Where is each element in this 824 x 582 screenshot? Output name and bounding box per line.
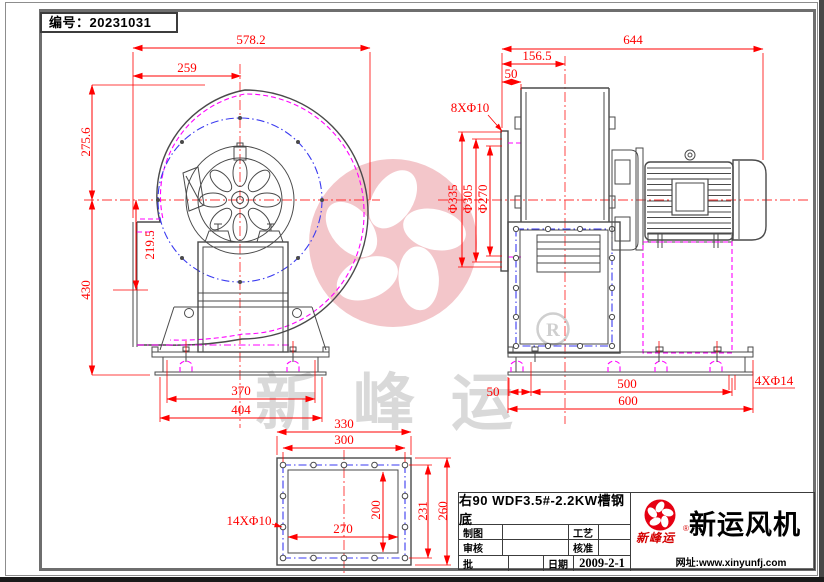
dim-flange-outer-height: 260: [435, 501, 450, 521]
sheet-border: [5, 2, 818, 576]
field-approved-label: 核准: [569, 540, 599, 556]
pedestal: [159, 223, 327, 353]
front-base: [151, 341, 330, 376]
scroll-bolts: [156, 116, 324, 284]
inlet-flange: [500, 130, 509, 272]
motor-endcap: [732, 159, 767, 241]
casing: [514, 87, 616, 222]
drawing-title: 右90 WDF3.5#-2.2KW槽钢底: [459, 493, 631, 527]
field-date-label: 日期: [544, 556, 574, 571]
company-logo-icon: [644, 499, 676, 531]
field-drawn-value: [503, 525, 569, 540]
dim-front-inlet-to-center: 259: [177, 60, 197, 75]
dim-side-total-length: 644: [623, 32, 643, 47]
motor: [644, 149, 767, 248]
front-view: [132, 89, 369, 376]
motor-stand: [642, 241, 733, 354]
dim-flange-bolt-span-height: 231: [415, 501, 430, 521]
flange-detail-view: [276, 457, 412, 566]
dim-flange-bolt-span-width: 300: [334, 432, 354, 447]
dim-front-outlet-height: 219.5: [142, 230, 157, 259]
field-date-value: 2009-2-1: [574, 556, 631, 571]
dim-front-total-width: 578.2: [236, 32, 265, 47]
window-edge-right: [819, 0, 824, 582]
impeller: [182, 142, 295, 255]
brand-area: 新峰运 ® 新运风机 网址:www.xinyunfj.com: [631, 493, 813, 569]
title-block: 右90 WDF3.5#-2.2KW槽钢底 制图 工艺 审核 核准 批 日期 20…: [458, 492, 815, 571]
field-drawn-label: 制图: [459, 525, 503, 540]
company-name: 新运风机: [689, 510, 801, 540]
dim-side-inlet-bolt-holes: 8XΦ10: [451, 100, 489, 115]
dim-flange-outer-width: 330: [334, 416, 354, 431]
dim-front-center-to-base: 430: [78, 280, 93, 300]
dim-front-center-to-top: 275.6: [78, 127, 93, 157]
dim-flange-opening-height: 200: [368, 500, 383, 520]
dim-flange-opening-width: 270: [333, 521, 353, 536]
side-dimensions: 644 156.5 50 8XΦ10 Φ335 Φ305 Φ270 50 500…: [445, 32, 795, 413]
field-ratify-label: 批: [459, 556, 509, 571]
brand-script-name: 新峰运: [636, 531, 676, 545]
serial-number-box: 编号：20231031: [40, 12, 178, 33]
dim-side-bolt-circle: Φ305: [460, 184, 475, 213]
registered-watermark-letter: R: [546, 320, 560, 341]
lifting-eye: [684, 149, 696, 161]
field-process-label: 工艺: [569, 525, 599, 540]
field-checked-value: [503, 540, 569, 556]
company-website: 网址:www.xinyunfj.com: [675, 558, 787, 569]
dim-flange-bolt-holes: 14XΦ10: [227, 513, 272, 528]
dim-side-hole-spacing: 500: [617, 376, 637, 391]
front-dimensions: 578.2 259 275.6 430 219.5 370 404: [78, 32, 371, 422]
registered-mark: ®: [683, 524, 689, 533]
dim-front-bolt-span: 370: [231, 383, 251, 398]
dim-side-edge-to-hole: 50: [487, 384, 500, 399]
outlet-flange-side: [507, 221, 621, 354]
dim-side-flange-od: Φ335: [445, 184, 460, 213]
dim-side-base-length: 600: [618, 393, 638, 408]
dim-side-base-holes: 4XΦ14: [755, 373, 794, 388]
dim-side-inlet-to-impeller: 156.5: [522, 48, 551, 63]
side-view: [500, 87, 767, 376]
flange-dimensions: 330 300 270 200 231 260 14XΦ10: [227, 416, 451, 566]
watermark-layer: 新峰运 R: [255, 159, 570, 438]
dim-side-inlet-bore: Φ270: [475, 184, 490, 213]
brand-watermark-text: 新峰运: [255, 369, 549, 438]
serial-number: 编号：20231031: [49, 15, 152, 30]
motor-nameplate: [671, 178, 709, 216]
registered-watermark: R: [536, 312, 570, 346]
field-approved-value: [599, 540, 631, 556]
field-ratify-value: [509, 556, 544, 571]
motor-feet: [647, 232, 733, 243]
field-process-value: [599, 525, 631, 540]
window-edge-bottom: [0, 577, 824, 582]
dim-front-base-width: 404: [231, 402, 251, 417]
flower-watermark: [309, 159, 477, 327]
dim-side-inlet-to-casing: 50: [505, 66, 518, 81]
bearing-bracket: [611, 147, 644, 251]
field-checked-label: 审核: [459, 540, 503, 556]
